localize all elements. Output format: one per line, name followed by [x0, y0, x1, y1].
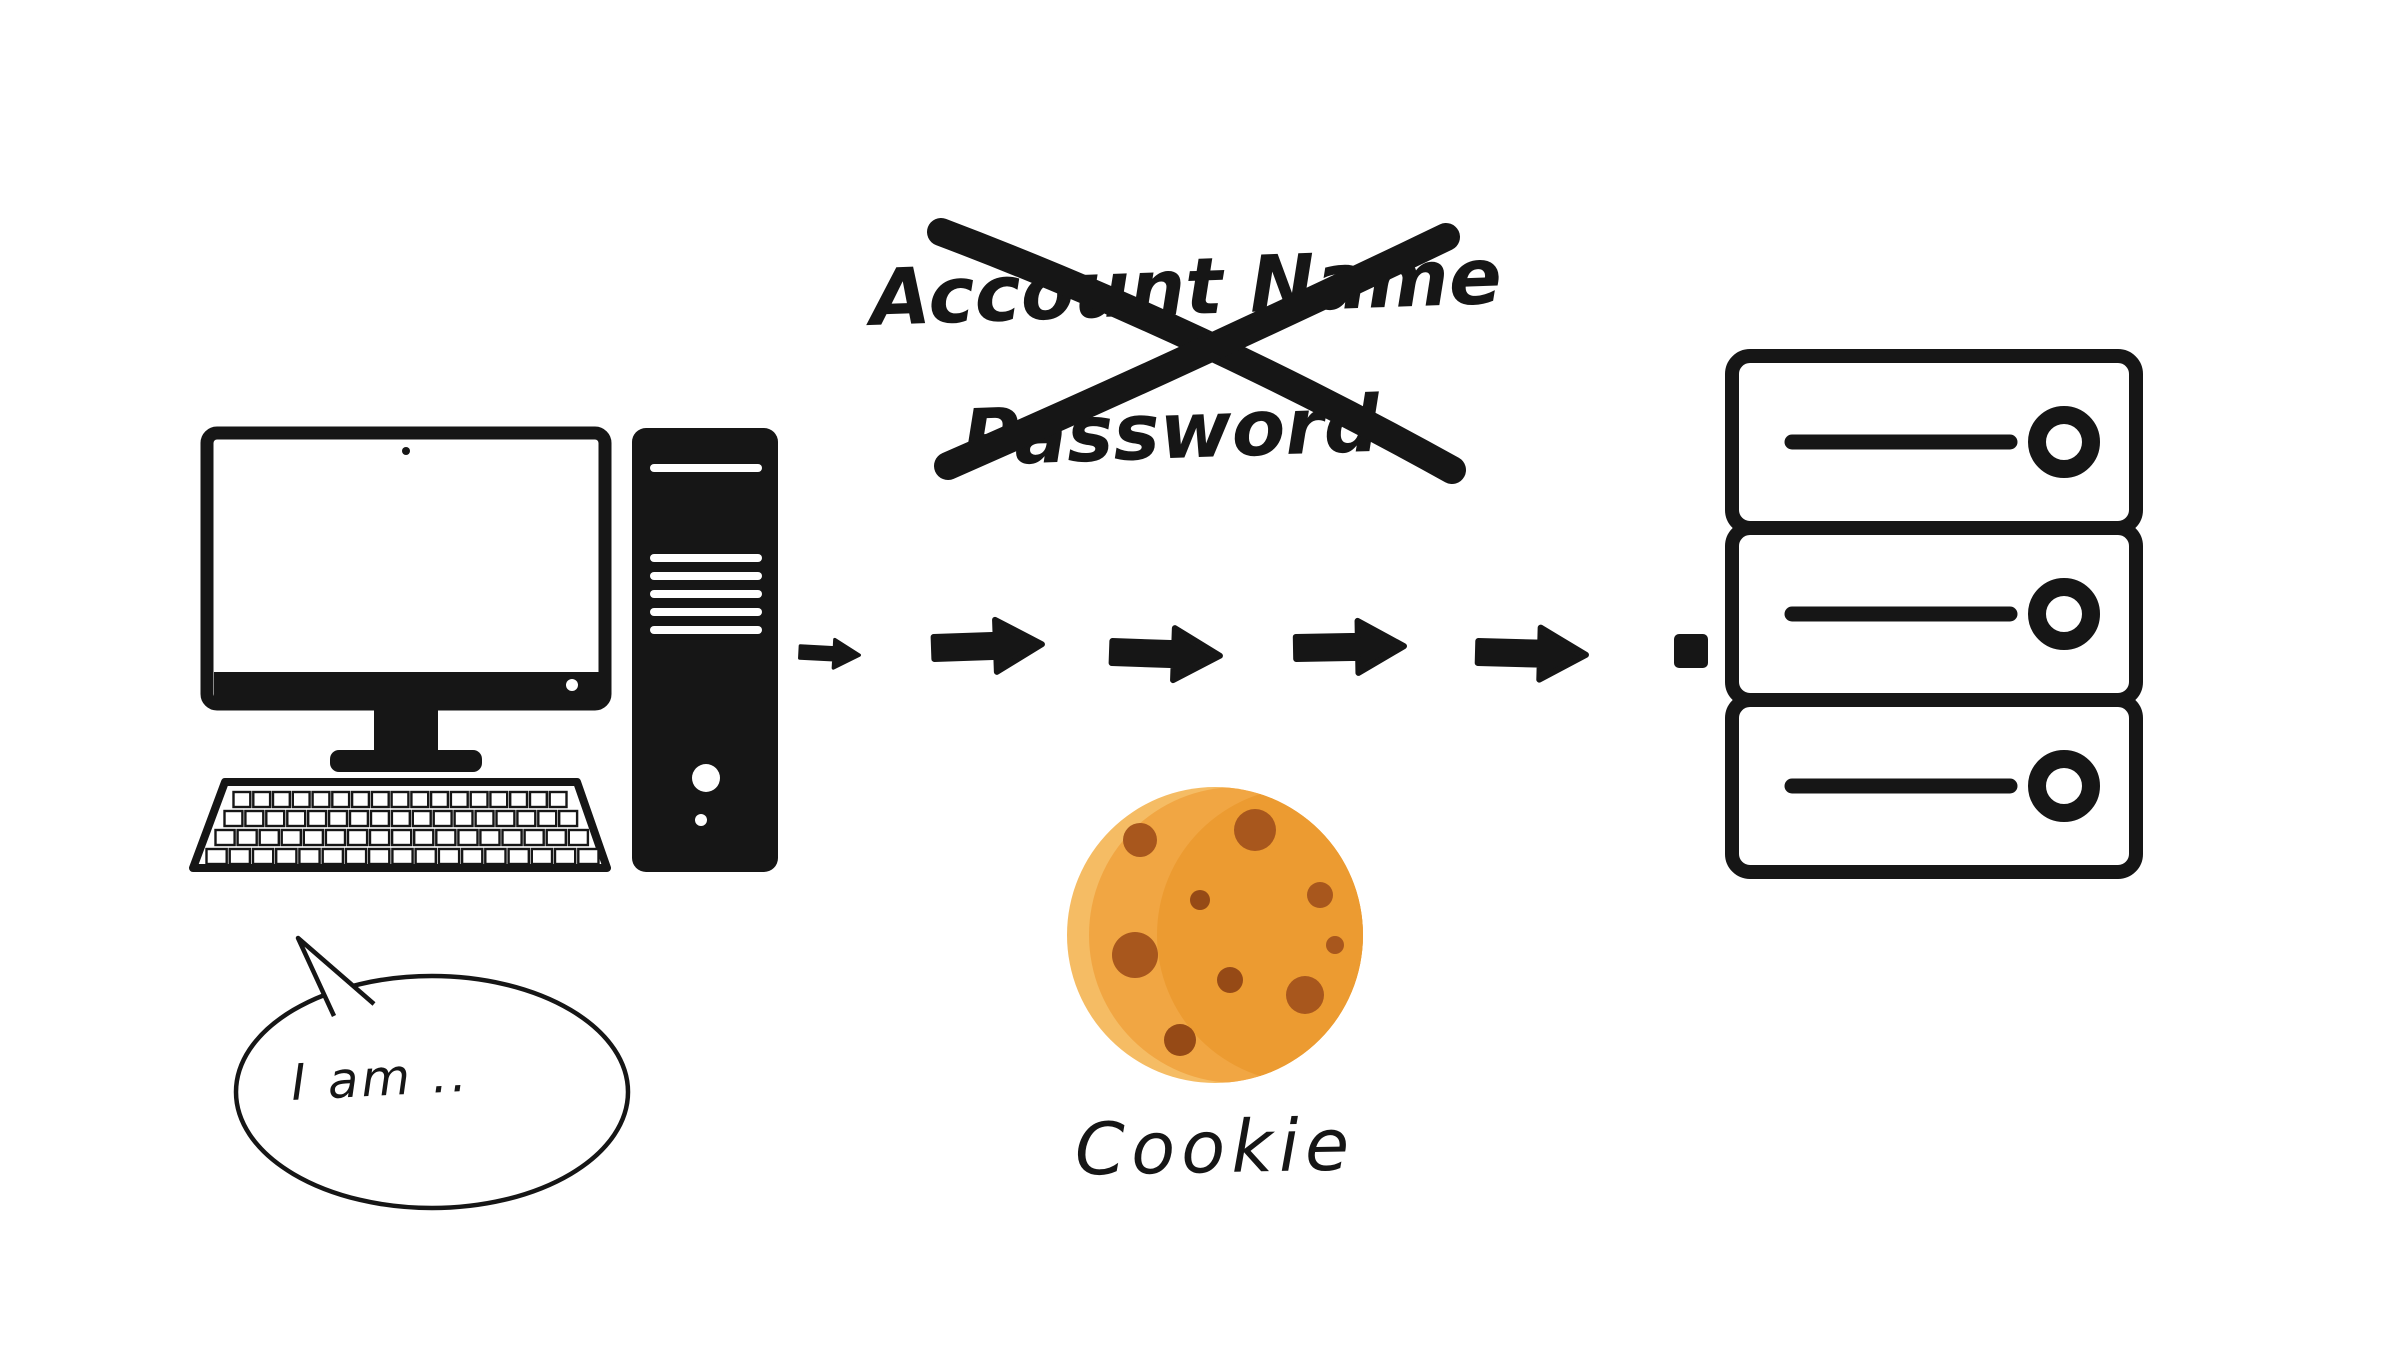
tower-drive-slot — [650, 464, 762, 472]
server-icon — [1725, 349, 2143, 879]
arrow-right-icon — [933, 618, 1043, 674]
cookie-chips — [1112, 809, 1344, 1056]
arrow-right-icon — [1477, 626, 1586, 681]
tower-vents — [650, 554, 762, 634]
tower-led-dot — [695, 814, 707, 826]
flow-arrows-group — [797, 618, 1708, 682]
server-unit — [1725, 349, 2143, 535]
cookie-icon — [1067, 787, 1363, 1083]
server-unit — [1725, 521, 2143, 707]
speech-bubble: I am .. — [233, 935, 631, 1211]
arrow-stub-square — [1674, 634, 1708, 668]
server-unit — [1725, 693, 2143, 879]
speech-bubble-text: I am .. — [290, 1045, 471, 1112]
monitor-icon — [200, 426, 612, 772]
speech-bubble-tail — [295, 935, 376, 1017]
server-light-icon — [2028, 578, 2100, 650]
monitor-bezel — [214, 672, 599, 698]
tower-power-button — [692, 764, 720, 792]
arrow-right-icon — [797, 636, 862, 672]
cross-out-x-icon — [927, 218, 1466, 484]
server-light-icon — [2028, 406, 2100, 478]
keyboard-keys — [205, 790, 600, 866]
tower-icon — [632, 428, 778, 872]
monitor-stand-neck — [374, 700, 438, 750]
keyboard-icon — [189, 778, 611, 872]
power-led-dot — [566, 679, 578, 691]
cookie-label: Cookie — [1074, 1103, 1356, 1192]
client-computer-icon — [189, 426, 778, 872]
credentials-group: Account Name Password — [863, 218, 1503, 484]
monitor-stand-base — [330, 750, 482, 772]
webcam-dot — [402, 447, 410, 455]
arrow-right-icon — [1111, 626, 1221, 682]
server-light-icon — [2028, 750, 2100, 822]
arrow-right-icon — [1296, 620, 1405, 674]
